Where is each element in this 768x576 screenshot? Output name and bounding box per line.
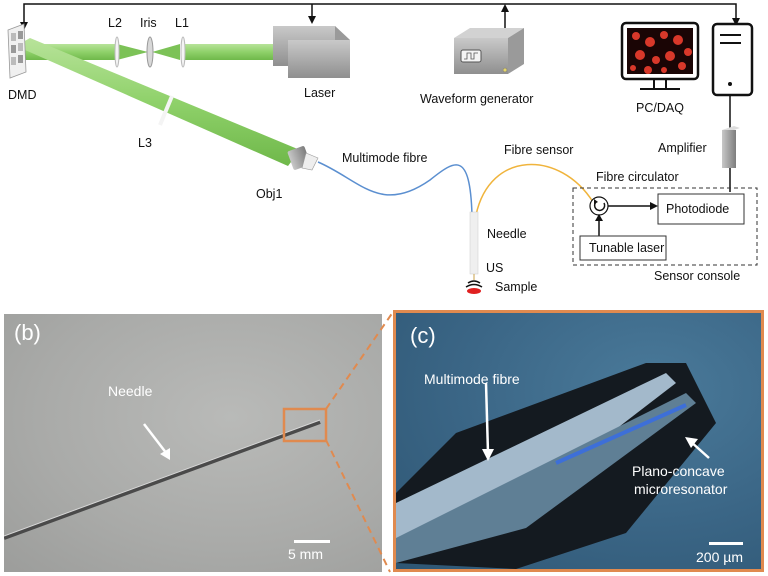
multimode-fibre-annotation: Multimode fibre xyxy=(424,371,520,387)
iris-icon xyxy=(146,36,154,68)
l3-label: L3 xyxy=(138,136,152,150)
amplifier-label: Amplifier xyxy=(658,141,707,155)
l1-label: L1 xyxy=(175,16,189,30)
microscope-photo xyxy=(396,363,743,569)
needle-icon xyxy=(469,211,479,280)
resonator-annotation-line1: Plano-concave xyxy=(632,463,725,479)
lens-l2-icon xyxy=(114,36,120,68)
needle-photo xyxy=(4,407,330,543)
sensor-console-box xyxy=(572,187,758,266)
pc-tower-icon xyxy=(711,22,754,128)
fibre-sensor-label: Fibre sensor xyxy=(504,143,574,157)
lens-l3-icon xyxy=(158,95,174,126)
dmd-label: DMD xyxy=(8,88,37,102)
setup-schematic xyxy=(7,3,758,294)
us-label: US xyxy=(486,261,504,275)
pc-daq-label: PC/DAQ xyxy=(636,101,684,115)
photodiode-box xyxy=(657,193,745,225)
zoom-region-box xyxy=(282,407,328,443)
scale-label-b: 5 mm xyxy=(288,546,323,562)
needle-photo-panel: (b) Needle 5 mm xyxy=(4,314,382,572)
photodiode-label: Photodiode xyxy=(666,202,730,216)
needle-label: Needle xyxy=(487,227,527,241)
fibre-sensor-line xyxy=(475,163,594,216)
obj1-label: Obj1 xyxy=(256,187,283,201)
lens-l1-icon xyxy=(180,36,186,68)
multimode-fibre-label: Multimode fibre xyxy=(342,151,428,165)
scale-bar-b xyxy=(294,540,330,543)
laser-beam-path xyxy=(16,38,300,166)
dmd-icon xyxy=(7,23,27,79)
needle-annotation: Needle xyxy=(108,383,153,399)
tunable-laser-box xyxy=(579,235,667,261)
iris-label: Iris xyxy=(140,16,157,30)
fibre-arrow-icon xyxy=(484,382,490,454)
needle-tip-microscope-panel: (c) Multimode fibre Plano-concave micror… xyxy=(393,310,764,572)
waveform-generator-label: Waveform generator xyxy=(420,92,534,106)
laser-box-icon xyxy=(273,26,350,78)
pc-monitor-icon xyxy=(620,21,700,90)
objective-icon xyxy=(287,146,319,171)
needle-arrow-icon xyxy=(143,423,168,455)
tunable-laser-label: Tunable laser xyxy=(589,241,665,255)
amplifier-icon xyxy=(722,126,740,192)
scale-bar-c xyxy=(709,542,743,545)
multimode-fibre-line xyxy=(317,161,473,216)
ultrasound-wave-icon xyxy=(465,280,483,294)
panel-c-label: (c) xyxy=(410,323,436,348)
l2-label: L2 xyxy=(108,16,122,30)
laser-label: Laser xyxy=(304,86,336,100)
resonator-annotation-line2: microresonator xyxy=(634,481,728,497)
waveform-generator-icon xyxy=(454,28,524,74)
panel-b-label: (b) xyxy=(14,320,41,345)
fibre-circulator-icon xyxy=(589,196,609,216)
sample-label: Sample xyxy=(495,280,538,294)
fibre-circulator-label: Fibre circulator xyxy=(596,170,679,184)
scale-label-c: 200 µm xyxy=(696,549,743,565)
sensor-console-label: Sensor console xyxy=(654,269,741,283)
